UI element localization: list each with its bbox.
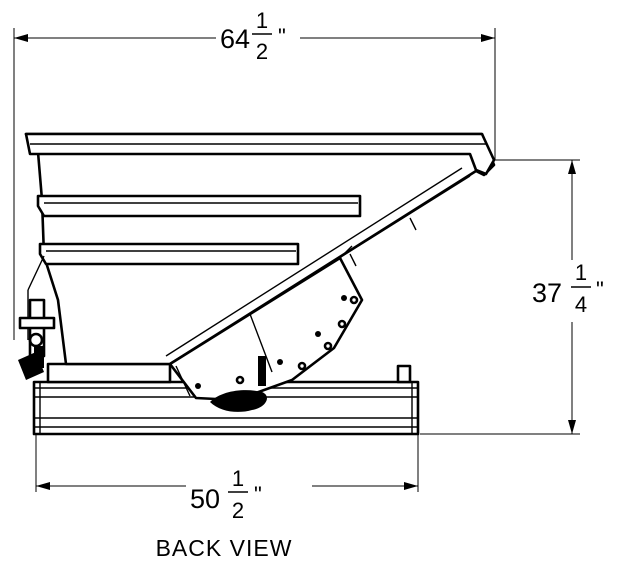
hopper-assembly	[18, 132, 496, 436]
width-arrow-right	[481, 34, 495, 42]
base-arrow-right	[404, 482, 418, 490]
height-denominator: 4	[575, 292, 587, 317]
height-numerator: 1	[575, 260, 587, 285]
height-arrow-bottom	[568, 420, 576, 434]
base-saddle	[46, 362, 172, 384]
base-stop-block	[396, 364, 412, 384]
side-bracket	[18, 298, 56, 380]
width-unit: "	[278, 24, 286, 49]
width-denominator: 2	[256, 39, 268, 64]
width-whole: 64	[220, 24, 250, 54]
hopper-rib-upper	[36, 194, 362, 218]
base-arrow-left	[36, 482, 50, 490]
hopper-rib-lower	[38, 242, 300, 266]
base-dimension: 50 1 2 "	[35, 434, 419, 523]
height-dimension: 37 1 4 "	[420, 159, 604, 435]
height-whole: 37	[532, 278, 562, 308]
cradle-plate	[168, 256, 364, 402]
base-unit: "	[254, 482, 262, 507]
width-numerator: 1	[256, 8, 268, 33]
height-unit: "	[596, 277, 604, 302]
cradle-assembly	[168, 245, 364, 402]
height-arrow-top	[568, 160, 576, 174]
view-label: BACK VIEW	[156, 535, 293, 561]
base-denominator: 2	[232, 498, 244, 523]
base-whole: 50	[190, 484, 220, 514]
width-dimension: 64 1 2 "	[13, 8, 496, 340]
hopper-body	[24, 132, 496, 366]
width-arrow-left	[14, 34, 28, 42]
latch-mechanism	[210, 356, 267, 412]
base-numerator: 1	[232, 466, 244, 491]
